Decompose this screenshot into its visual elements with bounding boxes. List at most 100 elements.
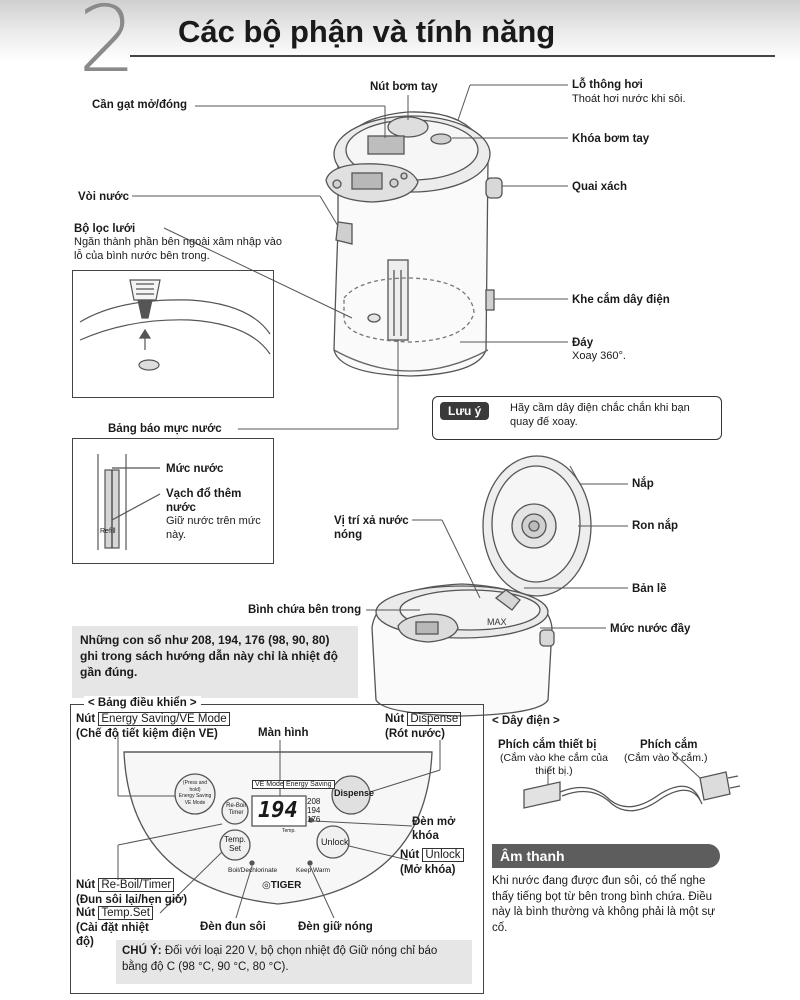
control-panel-heading: < Bảng điều khiển > bbox=[84, 696, 201, 711]
label-keep-warm-light: Đèn giữ nóng bbox=[298, 921, 373, 933]
label-unlock-light: Đèn mở khóa bbox=[412, 816, 456, 843]
approx-note: Những con số như 208, 194, 176 (98, 90, … bbox=[72, 626, 358, 698]
label-filter: Bộ lọc lưới bbox=[74, 223, 136, 235]
unlock-button-face: Unlock bbox=[321, 837, 349, 847]
caution-label: CHÚ Ý: bbox=[122, 945, 162, 957]
control-panel-illustration bbox=[123, 751, 433, 905]
label-handle: Quai xách bbox=[572, 181, 627, 193]
filter-inset-box bbox=[72, 270, 274, 398]
tiger-logo-icon: ◎ bbox=[262, 880, 271, 891]
energy-prefix: Nút bbox=[76, 713, 96, 725]
label-reboil-button: Nút Re-Boil/Timer bbox=[76, 878, 175, 892]
dispense-button-face: Dispense bbox=[334, 788, 375, 798]
note-text: Hãy cầm dây điện chắc chắn khi bạn quay … bbox=[510, 402, 690, 428]
temp-prefix: Nút bbox=[76, 907, 96, 919]
caution-box: CHÚ Ý: Đối với loại 220 V, bộ chọn nhiệt… bbox=[116, 940, 472, 984]
label-unlock-button: Nút Unlock bbox=[400, 848, 464, 862]
open-pot-illustration: MAX bbox=[371, 455, 592, 717]
temp-set-face-l2: Set bbox=[228, 843, 241, 853]
caution-text: Đối với loại 220 V, bộ chọn nhiệt độ Giữ… bbox=[122, 945, 438, 973]
label-reboil-desc: (Đun sôi lại/hẹn giờ) bbox=[76, 894, 188, 906]
temp-set-face-l1: Temp. bbox=[224, 835, 246, 844]
cord-heading: < Dây điện > bbox=[492, 715, 560, 727]
label-plug: Phích cắm bbox=[640, 739, 698, 751]
header-band bbox=[0, 0, 800, 62]
label-water-level: Mức nước bbox=[166, 463, 224, 475]
open-pot-leaders bbox=[366, 465, 628, 629]
energy-btn-tag: Energy Saving/VE Mode bbox=[98, 712, 230, 726]
pot-leaders bbox=[132, 84, 568, 430]
brand-logo: ◎TIGER bbox=[262, 880, 301, 891]
cord-illustration bbox=[523, 771, 741, 812]
unlock-btn-tag: Unlock bbox=[422, 848, 464, 862]
level-inset-box bbox=[72, 438, 274, 564]
energy-saving-tag: Energy Saving bbox=[283, 780, 335, 789]
keep-warm-face: Keep Warm bbox=[296, 867, 331, 874]
label-hinge: Bản lề bbox=[632, 583, 667, 595]
label-base: Đáy bbox=[572, 337, 594, 349]
label-pump-lock: Khóa bơm tay bbox=[572, 133, 650, 145]
temp-208: 208 bbox=[307, 797, 321, 806]
filter-inset-illustration bbox=[79, 279, 271, 371]
energy-face-l2: VE Mode bbox=[184, 799, 206, 806]
sound-text: Khi nước đang được đun sôi, có thể nghe … bbox=[492, 875, 716, 934]
label-appliance-plug-desc: (Cắm vào khe cắm của thiết bị.) bbox=[500, 752, 608, 778]
page-title: Các bộ phận và tính năng bbox=[178, 14, 556, 49]
brand-text: TIGER bbox=[270, 880, 302, 891]
label-boil-light: Đèn đun sôi bbox=[200, 921, 266, 933]
energy-face-l1: Energy Saving bbox=[178, 793, 212, 799]
reboil-prefix: Nút bbox=[76, 879, 96, 891]
level-inset-illustration bbox=[97, 454, 161, 550]
label-refill-line: Vạch đổ thêm nước bbox=[166, 488, 242, 515]
label-plug-desc: (Cắm vào ổ cắm.) bbox=[624, 752, 708, 764]
label-cord-socket: Khe cắm dây điện bbox=[572, 294, 670, 306]
temp-194: 194 bbox=[307, 805, 321, 815]
label-level-indicator: Bảng báo mực nước bbox=[108, 423, 222, 435]
pot-illustration bbox=[325, 111, 503, 377]
temp-list: 208 194 176 bbox=[307, 797, 321, 824]
reboil-face-l1: Re-Boil bbox=[226, 803, 246, 809]
lcd-readout: 194 bbox=[258, 798, 298, 823]
cord-leaders bbox=[547, 751, 701, 784]
max-mark: MAX bbox=[487, 617, 507, 627]
temp-176: 176 bbox=[307, 814, 321, 824]
sound-heading: Âm thanh bbox=[492, 844, 720, 868]
label-inner-container: Bình chứa bên trong bbox=[248, 604, 362, 616]
section-number: 2 bbox=[78, 0, 137, 93]
boil-dechlorinate-face: Boil/Dechlorinate bbox=[228, 867, 278, 874]
label-display: Màn hình bbox=[258, 727, 309, 739]
label-energy-button: Nút Energy Saving/VE Mode bbox=[76, 712, 230, 726]
control-panel-box bbox=[70, 704, 484, 994]
control-panel-leaders bbox=[117, 732, 441, 919]
label-filter-desc: Ngăn thành phần bên ngoài xâm nhập vào l… bbox=[74, 236, 282, 262]
label-energy-desc: (Chế độ tiết kiệm điện VE) bbox=[76, 728, 218, 740]
label-dispense-button: Nút Dispense bbox=[385, 712, 462, 726]
label-refill-desc: Giữ nước trên mức này. bbox=[166, 515, 261, 541]
label-full-level: Mức nước đầy bbox=[610, 623, 691, 635]
label-dispense-desc: (Rót nước) bbox=[385, 728, 445, 740]
temp-word: Temp. bbox=[282, 828, 296, 834]
energy-saving-button-face: (Press and hold) Energy Saving VE Mode bbox=[178, 780, 212, 806]
dispense-prefix: Nút bbox=[385, 713, 405, 725]
label-steam-release: Vị trí xả nước nóng bbox=[334, 515, 409, 542]
label-temp-button: Nút Temp.Set bbox=[76, 906, 153, 920]
energy-face-top: (Press and hold) bbox=[182, 780, 208, 793]
reboil-btn-tag: Re-Boil/Timer bbox=[98, 878, 175, 892]
label-lid-gasket: Ron nắp bbox=[632, 520, 678, 532]
label-base-desc: Xoay 360°. bbox=[572, 350, 626, 362]
label-spout: Vòi nước bbox=[78, 191, 130, 203]
reboil-face-l2: Timer bbox=[228, 810, 244, 817]
label-temp-desc: (Cài đặt nhiệt độ) bbox=[76, 922, 149, 949]
title-rule bbox=[130, 55, 775, 57]
label-lid: Nắp bbox=[632, 478, 654, 490]
unlock-prefix: Nút bbox=[400, 849, 420, 861]
note-tag: Lưu ý bbox=[440, 402, 490, 420]
refill-mark: Refill bbox=[100, 528, 116, 535]
label-lever: Cần gạt mở/đóng bbox=[92, 99, 188, 111]
label-vent: Lỗ thông hơi bbox=[572, 79, 643, 91]
reboil-button-face: Re-Boil Timer bbox=[224, 803, 248, 817]
label-pump-button: Nút bơm tay bbox=[370, 81, 438, 93]
label-appliance-plug: Phích cắm thiết bị bbox=[498, 739, 597, 751]
label-unlock-desc: (Mở khóa) bbox=[400, 864, 456, 876]
